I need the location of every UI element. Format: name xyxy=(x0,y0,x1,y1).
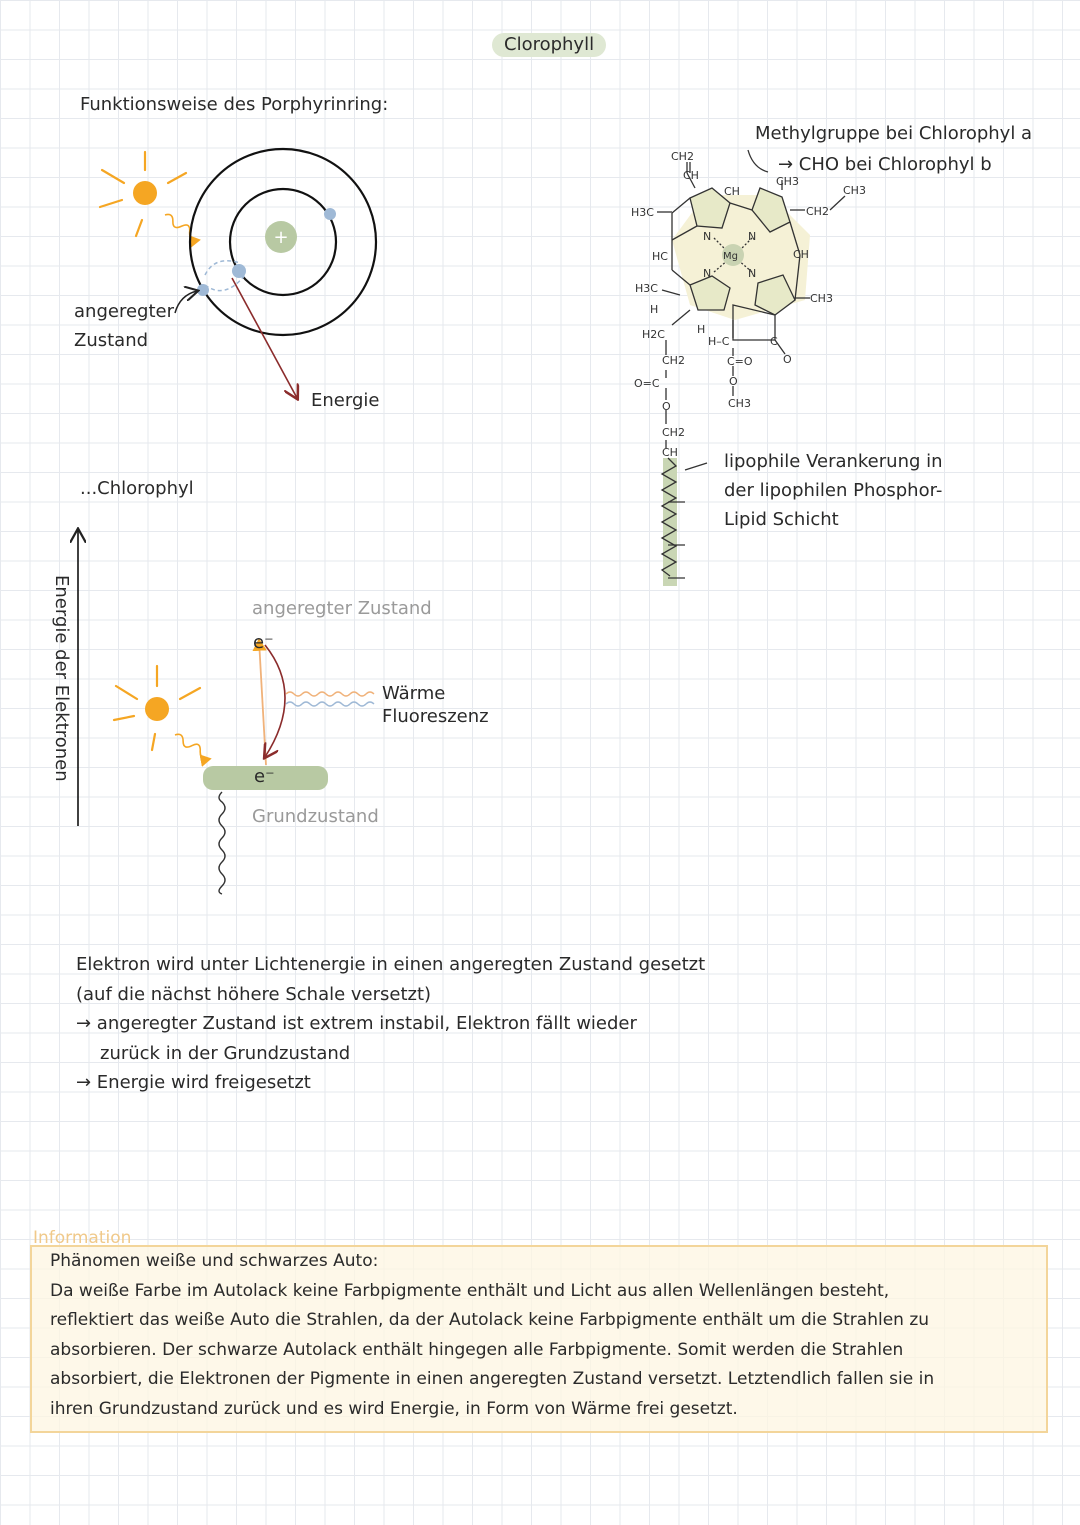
sun-icon xyxy=(98,150,188,238)
info-box xyxy=(30,1245,1048,1433)
atom-n2: N xyxy=(748,230,756,243)
fluorescence-wave xyxy=(285,701,375,707)
atom-ch2-top: CH2 xyxy=(671,150,694,163)
atom-h3c-left: H3C xyxy=(631,206,654,219)
atom-c-ring: C xyxy=(770,335,778,348)
anchor-note-2: der lipophilen Phosphor- xyxy=(724,480,943,501)
cho-note: → CHO bei Chlorophyl b xyxy=(778,154,992,175)
relaxation-arrow xyxy=(265,644,286,757)
heat-label: Wärme xyxy=(382,683,446,704)
atom-ch3-side: CH3 xyxy=(843,184,866,197)
label-energy: Energie xyxy=(311,390,380,411)
atom-ch2-chain2: CH2 xyxy=(662,426,685,439)
explanation-line-1: Elektron wird unter Lichtenergie in eine… xyxy=(76,954,706,975)
anchor-note-3: Lipid Schicht xyxy=(724,509,839,530)
atom-n4: N xyxy=(748,267,756,280)
atom-n1: N xyxy=(703,230,711,243)
explanation-line-5: → Energie wird freigesetzt xyxy=(76,1072,311,1093)
excitation-arrow xyxy=(252,638,267,766)
atom-h-low: H xyxy=(650,303,658,316)
atom-ch2-side: CH2 xyxy=(806,205,829,218)
light-wave xyxy=(164,213,201,248)
atom-hc-chain: H–C xyxy=(708,335,730,348)
info-label: Information xyxy=(33,1228,132,1248)
atom-ch-right: CH xyxy=(793,248,809,261)
label-excited-line2: Zustand xyxy=(74,330,149,351)
light-wave-2 xyxy=(174,733,212,767)
excited-pointer-arrow xyxy=(174,291,197,314)
chlorophyll-tail xyxy=(218,791,226,895)
info-line-6: ihren Grundzustand zurück und es wird En… xyxy=(50,1398,738,1419)
electron-ground: e⁻ xyxy=(254,766,275,787)
atom-ch3-ester: CH3 xyxy=(728,397,751,410)
axis-label-energy: Energie der Elektronen xyxy=(51,575,72,782)
sun-icon-2 xyxy=(112,664,202,752)
anchor-note-1: lipophile Verankerung in xyxy=(724,451,943,472)
ground-state-bar xyxy=(203,766,328,790)
atom-c-eq-o: C=O xyxy=(727,355,753,368)
page-title: Clorophyll xyxy=(492,33,607,57)
atom-o-eq-c: O=C xyxy=(634,377,660,390)
info-text: Phänomen weiße und schwarzes Auto: Da we… xyxy=(50,1247,1040,1424)
info-line-5: absorbiert, die Elektronen der Pigmente … xyxy=(50,1369,935,1389)
svg-text:+: + xyxy=(273,227,288,248)
chlorophyll-structure xyxy=(657,149,846,586)
section-heading-porphyrin: Funktionsweise des Porphyrinring: xyxy=(80,94,389,115)
section-heading-chlorophyl: ...Chlorophyl xyxy=(80,478,194,499)
ground-state-label: Grundzustand xyxy=(252,806,379,827)
electron-excited: e⁻ xyxy=(253,632,274,653)
atom-ch-chain: CH xyxy=(662,446,678,459)
atom-model: + xyxy=(188,147,378,337)
atom-o-chain2: O xyxy=(729,375,738,388)
atom-ch3-right: CH3 xyxy=(810,292,833,305)
explanation-line-3: → angeregter Zustand ist extrem instabil… xyxy=(76,1013,637,1034)
atom-h-mid: H xyxy=(697,323,705,336)
info-line-4: absorbieren. Der schwarze Autolack enthä… xyxy=(50,1339,904,1360)
atom-ch-ring: CH xyxy=(724,185,740,198)
atom-hc: HC xyxy=(652,250,668,263)
atom-h2c: H2C xyxy=(642,328,665,341)
explanation-line-4: zurück in der Grundzustand xyxy=(100,1042,351,1064)
atom-mg: Mg xyxy=(723,251,738,262)
energy-arrow xyxy=(231,277,297,398)
explanation-line-2: (auf die nächst höhere Schale versetzt) xyxy=(76,983,432,1005)
heat-wave xyxy=(285,691,375,697)
atom-ch-top: CH xyxy=(683,169,699,182)
atom-labels: CH2 CH CH CH3 CH3 CH2 H3C N N Mg N N HC … xyxy=(631,150,866,459)
explanation-text: Elektron wird unter Lichtenergie in eine… xyxy=(76,950,796,1098)
atom-o-chain: O xyxy=(662,400,671,413)
atom-o-side: O xyxy=(783,353,792,366)
info-line-2: Da weiße Farbe im Autolack keine Farbpig… xyxy=(50,1280,890,1301)
info-line-3: reflektiert das weiße Auto die Strahlen,… xyxy=(50,1310,930,1330)
label-excited-line1: angeregter xyxy=(74,301,174,322)
fluorescence-label: Fluoreszenz xyxy=(382,706,489,727)
atom-h3c-low: H3C xyxy=(635,282,658,295)
excited-state-label: angeregter Zustand xyxy=(252,598,432,619)
atom-ch2-chain: CH2 xyxy=(662,354,685,367)
methyl-note: Methylgruppe bei Chlorophyl a xyxy=(755,123,1033,144)
info-line-1: Phänomen weiße und schwarzes Auto: xyxy=(50,1251,379,1271)
atom-ch3-top: CH3 xyxy=(776,175,799,188)
atom-n3: N xyxy=(703,267,711,280)
